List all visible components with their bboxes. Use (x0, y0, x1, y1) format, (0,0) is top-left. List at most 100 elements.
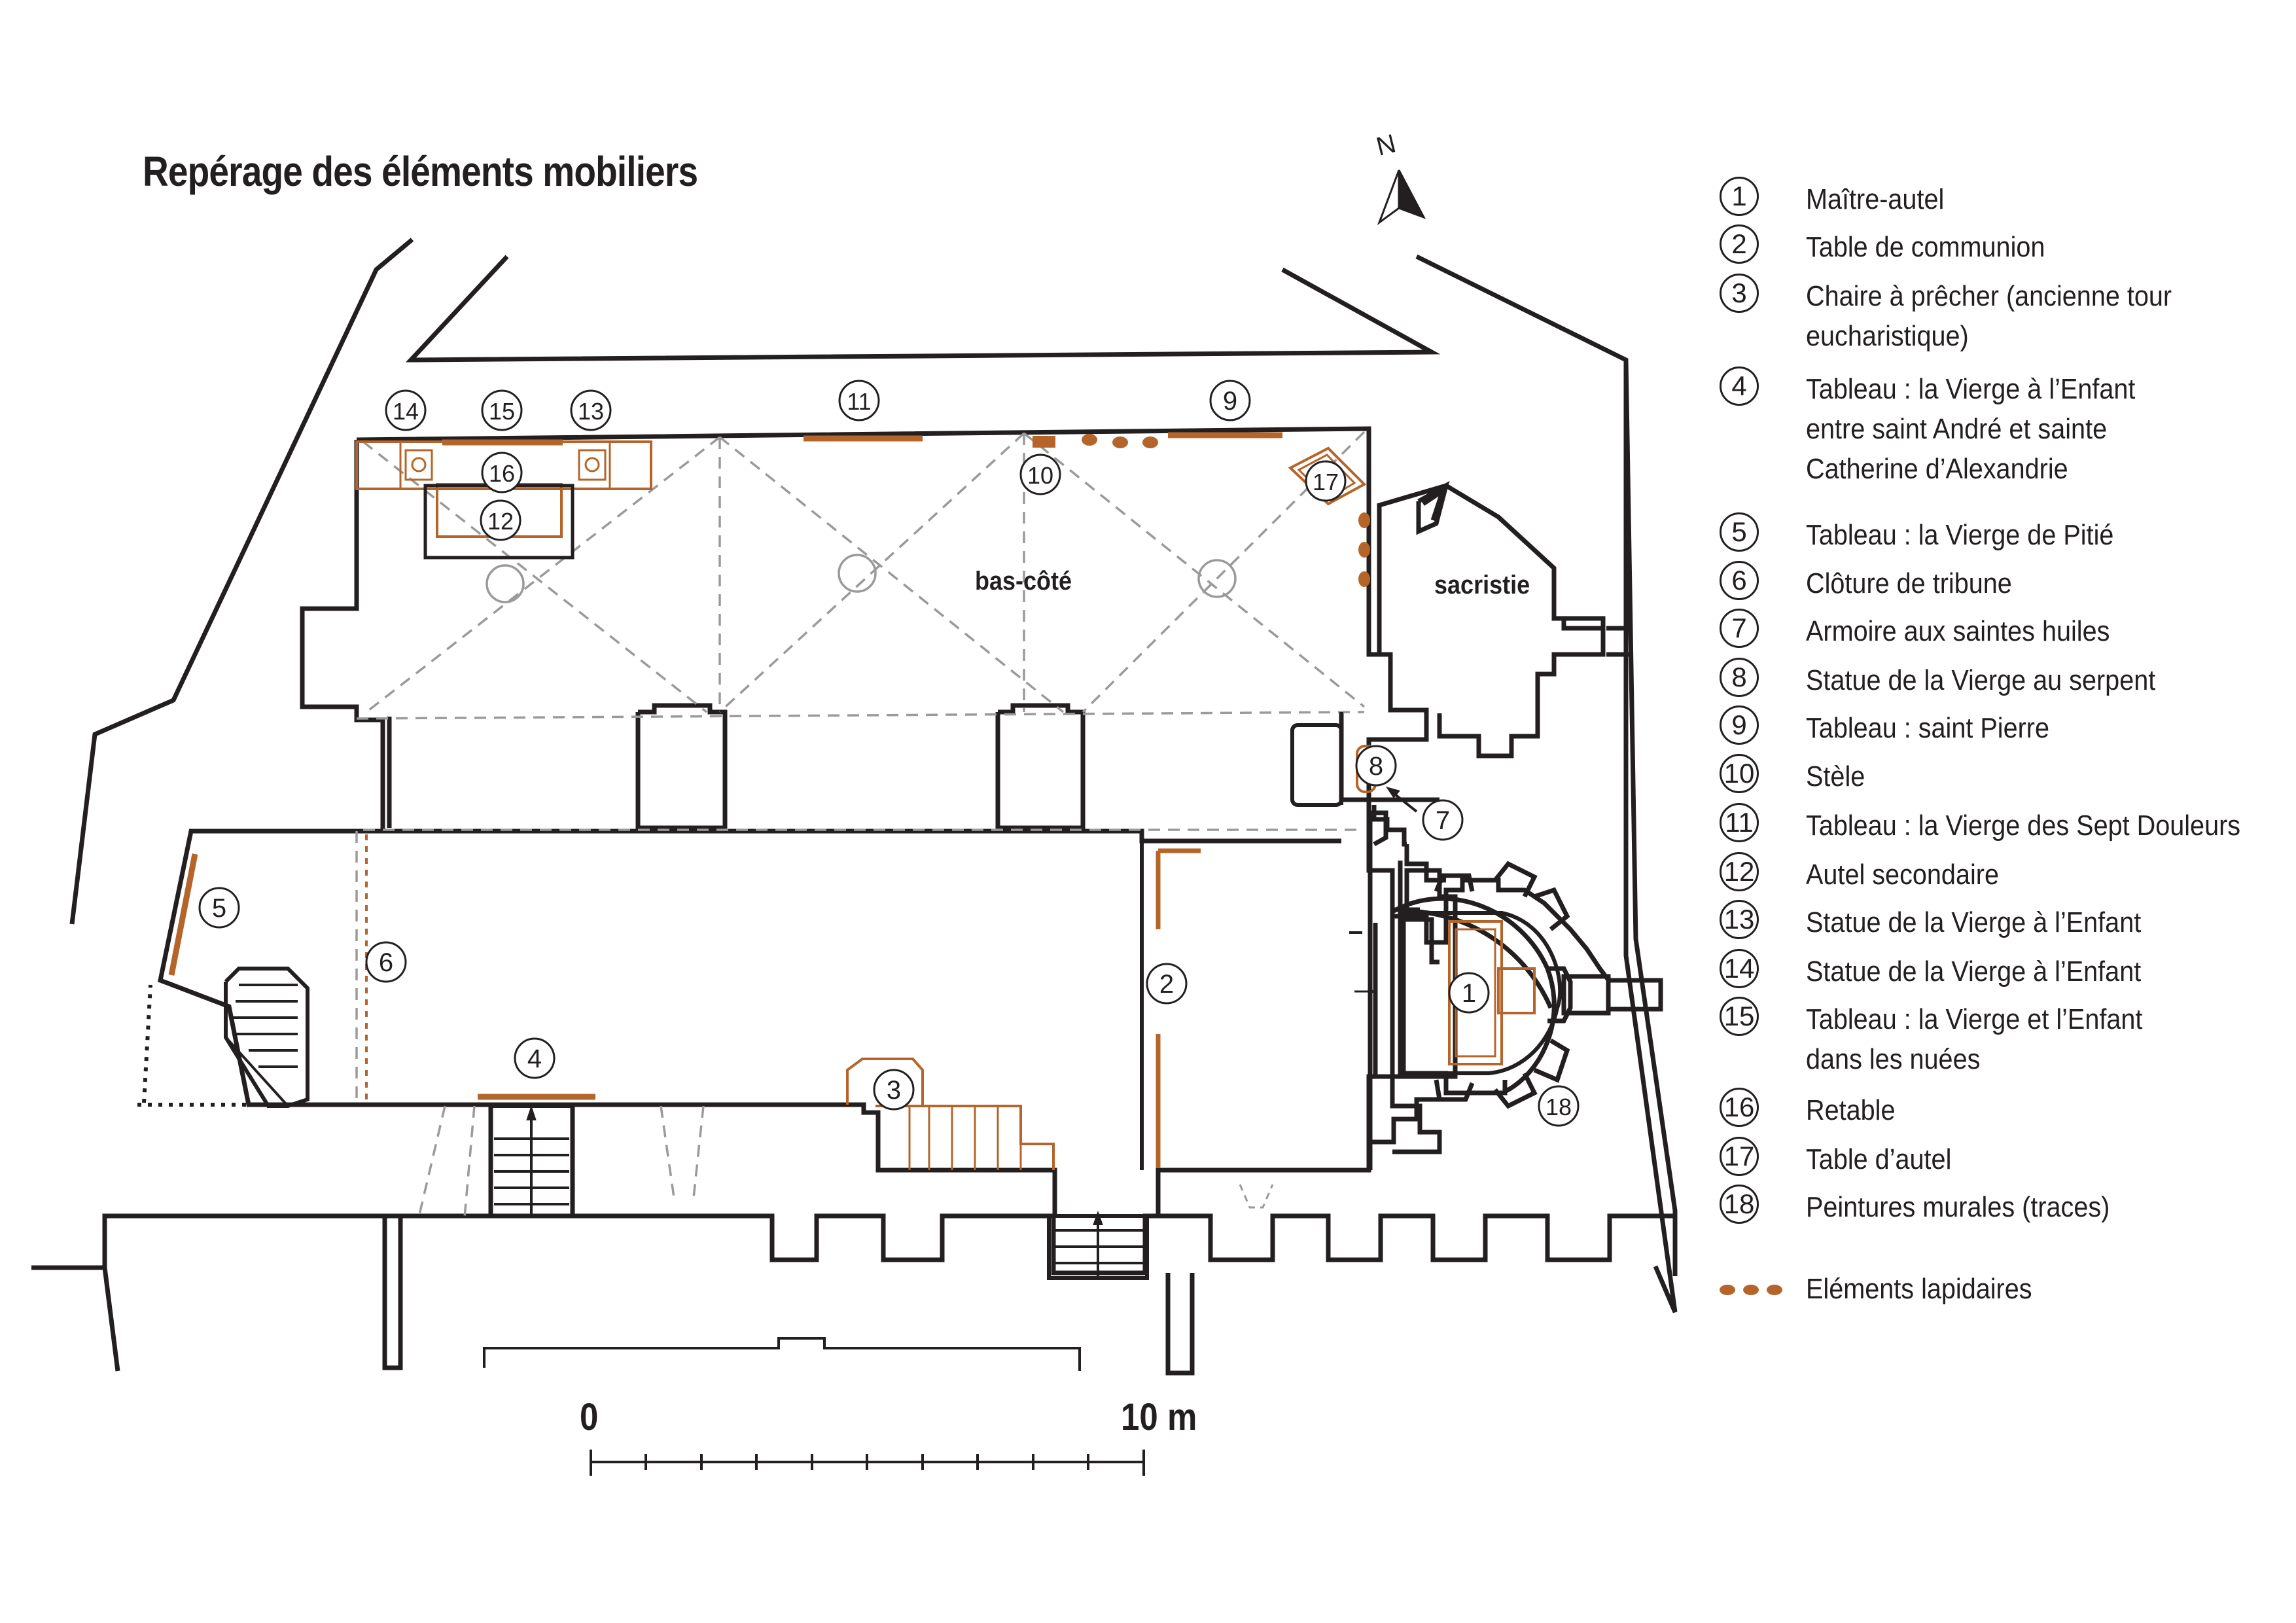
plan-marker-circle (1209, 380, 1251, 421)
legend-text: Maître-autel (1806, 183, 1945, 215)
apse-buttresses (1434, 861, 1570, 1109)
legend-number: 18 (1720, 1185, 1759, 1224)
plan-marker: 17 (1305, 460, 1347, 502)
legend-lapidary: Eléments lapidaires (1720, 1273, 2282, 1312)
legend-text: Table de communion (1806, 231, 2045, 263)
plan-marker-label: 13 (578, 398, 604, 425)
scale-bar (590, 1450, 1145, 1476)
legend-number: 13 (1720, 900, 1759, 939)
legend-text: Autel secondaire (1806, 859, 1999, 891)
legend-text: Armoire aux saintes huiles (1806, 615, 2110, 647)
legend-text: Tableau : la Vierge des Sept Douleurs (1806, 810, 2241, 842)
plan-marker-circle (838, 380, 880, 421)
room-label-aisle: bas-côté (975, 567, 1072, 596)
vault-keystones (486, 554, 1237, 603)
plan-marker-circle (1448, 972, 1490, 1014)
stairs (224, 967, 1149, 1280)
plan-marker-label: 18 (1545, 1094, 1572, 1120)
dotted-wall (142, 984, 152, 1103)
scale-start-label: 0 (580, 1396, 599, 1438)
legend-number: 4 (1720, 366, 1759, 406)
plan-marker-label: 3 (887, 1076, 901, 1105)
plan-marker-label: 7 (1436, 806, 1450, 835)
page-title: Repérage des éléments mobiliers (143, 148, 698, 195)
plan-marker-label: 11 (847, 388, 871, 415)
legend-text: Tableau : la Vierge et l’Enfant (1806, 1003, 2143, 1035)
site-context (31, 238, 1678, 1376)
plan-marker: 3 (873, 1069, 915, 1111)
legend-text: eucharistique) (1806, 320, 1969, 352)
north-arrow-icon (1377, 169, 1426, 226)
plan-marker-circle (1422, 799, 1464, 841)
legend-number: 9 (1720, 705, 1759, 745)
legend-text: Statue de la Vierge à l’Enfant (1806, 955, 2142, 988)
legend-text: Retable (1806, 1094, 1896, 1126)
plan-marker: 1 (1448, 972, 1490, 1014)
legend-text: entre saint André et sainte (1806, 413, 2108, 445)
plan-marker-label: 15 (489, 398, 515, 425)
plan-marker: 14 (385, 389, 427, 431)
plan-marker-circle (1355, 745, 1397, 787)
piers (387, 703, 1086, 830)
legend-number: 6 (1720, 561, 1759, 600)
legend-text: dans les nuées (1806, 1043, 1981, 1075)
legend-text: Statue de la Vierge à l’Enfant (1806, 906, 2142, 938)
scale-end-label: 10 m (1121, 1396, 1197, 1438)
lapidary-dots-icon (1720, 1285, 1790, 1298)
apse-outline (1368, 805, 1446, 1170)
legend-text: Stèle (1806, 760, 1865, 793)
plan-marker: 16 (481, 452, 523, 493)
plan-marker-label: 4 (527, 1044, 542, 1073)
plan-marker-circle (1146, 963, 1188, 1005)
plan-marker-circle (514, 1037, 556, 1079)
room-label-sacristy: sacristie (1434, 571, 1530, 599)
church-walls (157, 426, 1458, 1219)
plan-marker-circle (481, 389, 523, 431)
legend-number: 14 (1720, 949, 1759, 988)
plan-marker-label: 8 (1369, 752, 1383, 781)
plan-marker: 4 (514, 1037, 556, 1079)
plan-marker-label: 6 (379, 948, 393, 977)
plan-marker-circle (198, 887, 240, 929)
plan-marker: 13 (570, 389, 612, 431)
plan-marker-circle (480, 499, 521, 541)
plan-marker-circle (1538, 1085, 1580, 1127)
plan-marker: 7 (1422, 799, 1464, 841)
plan-marker: 6 (365, 941, 407, 983)
pointer-arrow-7 (1386, 787, 1418, 813)
sacristy (1377, 480, 1633, 758)
lapidary-label: Eléments lapidaires (1806, 1273, 2032, 1305)
legend-text: Table d’autel (1806, 1143, 1952, 1175)
lapidary-dots (1082, 434, 1370, 587)
legend-number: 10 (1720, 754, 1759, 793)
plan-marker-circle (1305, 460, 1347, 502)
legend-number: 3 (1720, 274, 1759, 313)
legend-number: 8 (1720, 658, 1759, 697)
plan-marker-label: 9 (1223, 387, 1237, 416)
plan-marker: 11 (838, 380, 880, 421)
plan-marker-label: 12 (487, 508, 514, 535)
plan-marker-circle (365, 941, 407, 983)
legend-text: Tableau : la Vierge de Pitié (1806, 519, 2114, 551)
legend-number: 12 (1720, 852, 1759, 891)
plan-marker: 18 (1538, 1085, 1580, 1127)
plan-marker-circle (1019, 454, 1061, 495)
plan-marker-circle (481, 452, 523, 493)
legend-text: Peintures murales (traces) (1806, 1191, 2110, 1223)
plan-marker: 5 (198, 887, 240, 929)
plan-marker-label: 10 (1027, 462, 1053, 489)
plan-marker: 8 (1355, 745, 1397, 787)
legend-number: 11 (1720, 803, 1759, 842)
furnishings (168, 432, 1377, 1170)
plan-marker: 9 (1209, 380, 1251, 421)
legend-text: Chaire à prêcher (ancienne tour (1806, 280, 2172, 312)
plan-marker-circle (873, 1069, 915, 1111)
plan-marker-label: 1 (1462, 979, 1476, 1008)
legend-number: 15 (1720, 997, 1759, 1036)
legend-text: Tableau : saint Pierre (1806, 712, 2050, 744)
legend-number: 7 (1720, 609, 1759, 648)
choir-wall (1140, 712, 1343, 1209)
plan-marker-label: 17 (1313, 469, 1339, 495)
